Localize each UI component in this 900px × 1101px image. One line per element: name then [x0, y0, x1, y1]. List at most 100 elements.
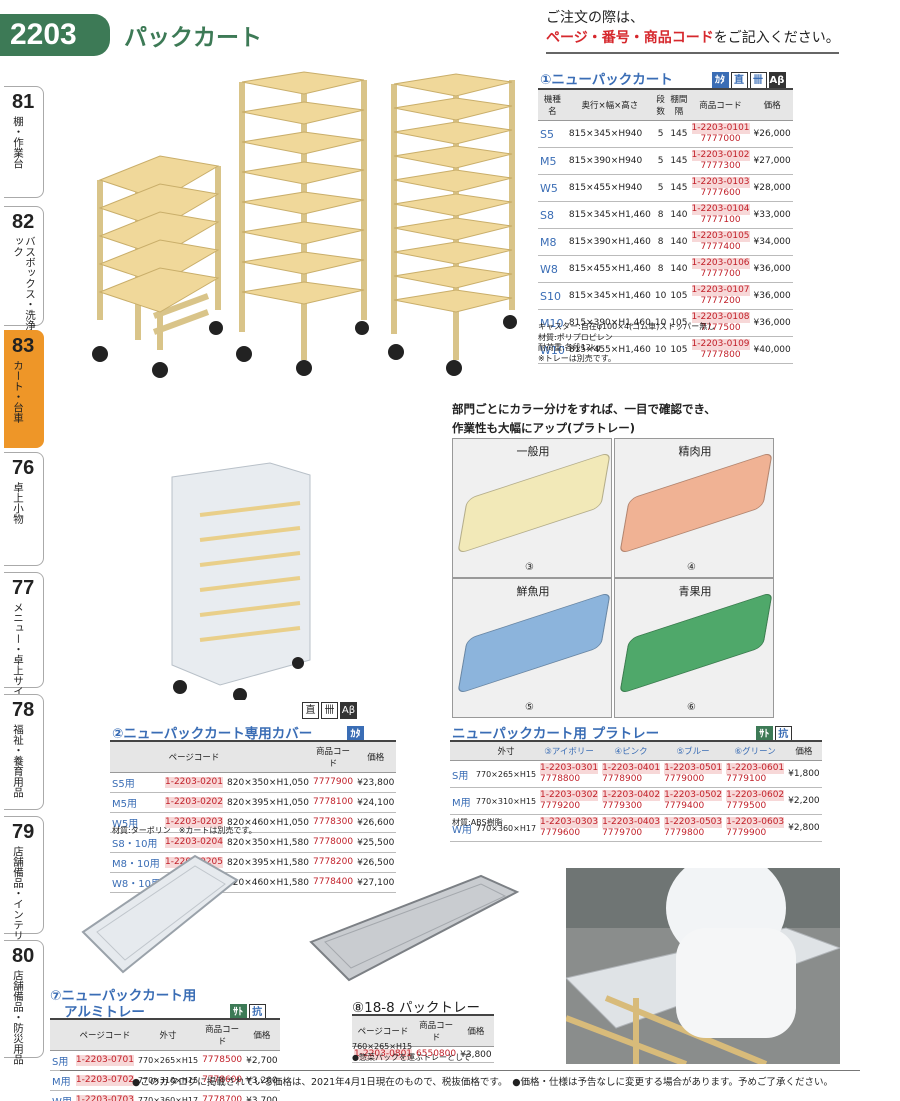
- section8-table: ページコード 商品コード 価格 1-2203-0801 6550800 ¥3,8…: [352, 1014, 494, 1063]
- page-code: 1-2203-0103: [691, 177, 750, 188]
- col-header: 商品コード: [414, 1014, 459, 1047]
- side-tab-79[interactable]: 79 店舗備品・インテリア: [4, 816, 44, 951]
- side-tab-label: 卓上小物: [12, 482, 24, 524]
- side-tab-82[interactable]: 82 バスボックス・洗浄ラック: [4, 206, 44, 341]
- code-cell: 1-2203-0702: [73, 1070, 136, 1091]
- tier-pitch: 140: [668, 228, 690, 256]
- page-code: 1-2203-0202: [164, 797, 224, 808]
- side-tab-76[interactable]: 76 卓上小物: [4, 452, 44, 566]
- page-code: 1-2203-0109: [691, 339, 750, 350]
- model-name: M用: [50, 1070, 74, 1091]
- page-code: 1-2203-0204: [164, 837, 224, 848]
- dimensions: 770×310×H15: [473, 787, 539, 815]
- section8-note: ●惣菜パックを運ぶトレーとして: [352, 1052, 471, 1062]
- dimensions: 820×350×H1,050: [225, 772, 311, 793]
- price: ¥3,800: [458, 1046, 494, 1063]
- price: ¥36,000: [751, 282, 793, 310]
- col-header: 価格: [355, 740, 397, 773]
- dimensions: 815×345×H940: [566, 120, 653, 148]
- tier-pitch: 145: [668, 147, 690, 175]
- price: ¥36,000: [751, 255, 793, 283]
- side-tab-77[interactable]: 77 メニュー・卓上サイン: [4, 572, 44, 707]
- item-code: 7777300: [700, 161, 741, 171]
- ab-icon: Aβ: [340, 702, 357, 719]
- col-header: ページコード: [352, 1014, 415, 1047]
- side-tab-83[interactable]: 83 カート・台車: [4, 330, 44, 448]
- tier-count: 10: [652, 336, 669, 364]
- side-tab-number: 81: [12, 91, 35, 113]
- price: ¥34,000: [751, 228, 793, 256]
- side-tab-80[interactable]: 80 店舗備品・防災用品: [4, 940, 44, 1065]
- side-tab-number: 76: [12, 457, 35, 479]
- item-code: 6550800: [416, 1049, 457, 1059]
- col-header: 外寸: [473, 740, 539, 761]
- tray-image: [619, 451, 773, 555]
- item-code: 7778600: [202, 1075, 243, 1085]
- side-tab-81[interactable]: 81 棚・作業台: [4, 86, 44, 198]
- col-header: 商品コード: [311, 740, 356, 773]
- price: ¥27,100: [355, 872, 397, 893]
- page-code: 1-2203-0401: [602, 763, 661, 774]
- dimensions: 770×360×H17: [135, 1090, 201, 1101]
- stainless-tray-photo: [309, 874, 520, 982]
- page-code: 1-2203-0502: [664, 790, 723, 801]
- page-code: 1-2203-0105: [691, 231, 750, 242]
- tray-cell-label: 鮮魚用: [516, 585, 550, 598]
- price: ¥26,500: [355, 852, 397, 873]
- item-code: 7779900: [726, 828, 767, 838]
- code-cell: 7778400: [311, 872, 356, 893]
- col-header: ④ピンク: [600, 740, 663, 761]
- section36-title: ニューパックカート用 プラトレー ｻﾄ抗: [452, 722, 792, 743]
- aluminum-tray-photo: [81, 854, 239, 974]
- tray-intro-line1: 部門ごとにカラー分けをすれば、一目で確認でき、: [452, 402, 716, 416]
- price: ¥40,000: [751, 336, 793, 364]
- page-code: 1-2203-0701: [75, 1055, 134, 1066]
- price: ¥3,200: [244, 1070, 280, 1091]
- item-code: 7779700: [602, 828, 643, 838]
- model-name: W5: [538, 174, 567, 202]
- side-tab-label: バスボックス・洗浄ラック: [12, 236, 36, 341]
- dimensions: 815×455×H1,460: [566, 336, 653, 364]
- item-code: 7779300: [602, 801, 643, 811]
- page-code: 1-2203-0104: [691, 204, 750, 215]
- price: ¥36,000: [751, 309, 793, 337]
- code-cell: 1-2203-0203: [162, 812, 226, 833]
- item-code: 7777900: [313, 777, 354, 787]
- dimensions: 770×265×H15: [473, 760, 539, 788]
- section8-size: 760×265×H15: [352, 1042, 413, 1051]
- model-name: M5用: [110, 792, 163, 813]
- side-tab-78[interactable]: 78 福祉・養育用品: [4, 694, 44, 810]
- model-name: M10: [538, 309, 567, 337]
- code-cell: 1-2203-0204: [162, 832, 226, 853]
- col-header: ⑥グリーン: [724, 740, 787, 761]
- model-name: M8・10用: [110, 852, 163, 873]
- model-name: W10: [538, 336, 567, 364]
- direct-ship-icon: 直: [730, 71, 748, 89]
- tier-count: 5: [652, 147, 669, 175]
- col-header: 価格: [751, 88, 793, 121]
- side-tab-number: 78: [12, 699, 35, 721]
- dimensions: 815×455×H940: [566, 174, 653, 202]
- section8-notes: 760×265×H15 ●惣菜パックを運ぶトレーとして: [352, 1042, 471, 1063]
- side-tab-number: 82: [12, 211, 35, 233]
- item-code: 7777800: [700, 350, 741, 360]
- side-tab-number: 80: [12, 945, 35, 967]
